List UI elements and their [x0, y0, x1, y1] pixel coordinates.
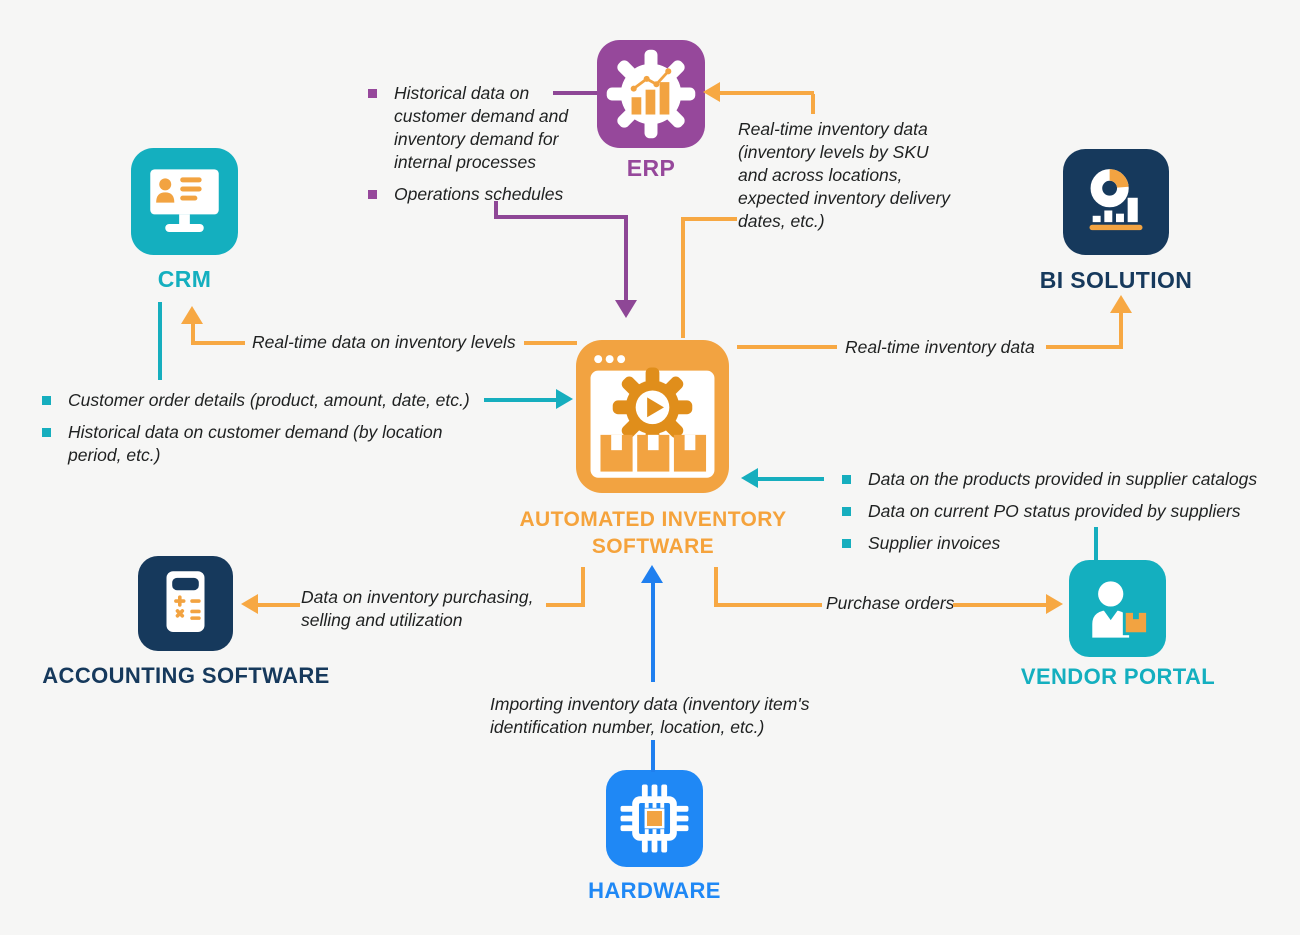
center-to-erp-line	[719, 91, 814, 95]
bullet-item: Data on the products provided in supplie…	[842, 468, 1272, 491]
hardware-label: HARDWARE	[588, 878, 721, 903]
center-to-accounting-line	[546, 603, 585, 607]
bi-solution-label: BI SOLUTION	[1039, 267, 1193, 293]
vendor-portal-label: VENDOR PORTAL	[1020, 664, 1216, 689]
center-to-erp-line	[811, 94, 815, 114]
bullet-item: Data on current PO status provided by su…	[842, 500, 1272, 523]
center-to-crm-line	[524, 341, 577, 345]
erp-bullet-stub-line	[553, 91, 597, 95]
arrowhead-into-center-right	[741, 468, 758, 488]
center-to-crm-line	[191, 323, 195, 344]
bullet-item: Supplier invoices	[842, 532, 1272, 555]
center-to-crm-line	[191, 341, 245, 345]
flow-hardware-to-center-label: Importing inventory data (inventory item…	[490, 694, 810, 737]
donut-chart-icon	[1090, 169, 1129, 208]
arrowhead-into-bi	[1110, 295, 1132, 313]
flow-erp-to-center-list: Historical data on customer demand and i…	[368, 82, 580, 206]
hardware-to-center-line	[651, 740, 655, 772]
flow-center-to-erp-label: Real-time inventory data (inventory leve…	[738, 119, 951, 231]
erp-to-center-line	[494, 201, 498, 218]
arrowhead-into-erp	[703, 82, 720, 102]
arrowhead-into-accounting	[241, 594, 258, 614]
crm-label: CRM	[157, 266, 212, 292]
flow-crm-to-center-list: Customer order details (product, amount,…	[42, 389, 487, 467]
bar-chart-icon	[630, 68, 672, 115]
flow-center-to-vendor-label: Purchase orders	[826, 593, 955, 613]
erp-icon	[597, 40, 705, 148]
arrowhead-into-vendor	[1046, 594, 1063, 614]
center-to-vendor-line	[714, 603, 822, 607]
center-to-bi-line	[1119, 312, 1123, 349]
erp-to-center-line	[494, 215, 628, 219]
crm-stub-line	[158, 302, 162, 380]
center-to-vendor-line	[714, 567, 718, 606]
flow-center-to-bi-label: Real-time inventory data	[845, 337, 1035, 357]
accounting-software-label: ACCOUNTING SOFTWARE	[42, 663, 330, 688]
vendor-to-center-line	[758, 477, 824, 481]
vendor-portal-icon	[1069, 560, 1166, 657]
crm-icon	[131, 148, 238, 255]
center-to-vendor-line	[953, 603, 1046, 607]
vendor-person-icon	[1092, 581, 1130, 638]
center-to-accounting-line	[258, 603, 300, 607]
bullet-item: Operations schedules	[368, 183, 580, 206]
center-to-erp-line	[681, 217, 685, 338]
arrowhead-into-center-top	[615, 300, 637, 318]
calculator-icon	[166, 571, 205, 632]
packages-icon	[600, 434, 707, 472]
erp-to-center-line	[624, 215, 628, 301]
inventory-software-icon	[576, 340, 729, 493]
flow-center-to-accounting-label: Data on inventory purchasing, selling an…	[301, 587, 534, 630]
arrowhead-into-center-bottom	[641, 565, 663, 583]
center-to-bi-line	[737, 345, 837, 349]
gear-play-icon	[612, 367, 693, 448]
contact-person-icon	[156, 177, 202, 203]
center-to-accounting-line	[581, 567, 585, 606]
erp-label: ERP	[626, 155, 676, 181]
crm-to-center-line	[484, 398, 556, 402]
bi-solution-icon	[1063, 149, 1169, 255]
flow-center-to-crm-label: Real-time data on inventory levels	[252, 332, 516, 352]
hardware-chip-icon	[606, 770, 703, 867]
center-to-erp-line	[681, 217, 737, 221]
inventory-software-label: AUTOMATED INVENTORY SOFTWARE	[519, 508, 787, 558]
hardware-to-center-line	[651, 582, 655, 682]
bullet-item: Historical data on customer demand (by l…	[42, 421, 487, 467]
arrowhead-into-crm	[181, 306, 203, 324]
chip-icon	[620, 784, 689, 853]
arrowhead-into-center-left	[556, 389, 573, 409]
bullet-item: Customer order details (product, amount,…	[42, 389, 487, 412]
bullet-item: Historical data on customer demand and i…	[368, 82, 580, 174]
center-to-bi-line	[1046, 345, 1122, 349]
bar-chart-icon	[1089, 197, 1143, 231]
vendor-stub-line	[1094, 527, 1098, 562]
accounting-calculator-icon	[138, 556, 233, 651]
flow-vendor-to-center-list: Data on the products provided in supplie…	[842, 468, 1272, 555]
package-icon	[1122, 609, 1150, 636]
